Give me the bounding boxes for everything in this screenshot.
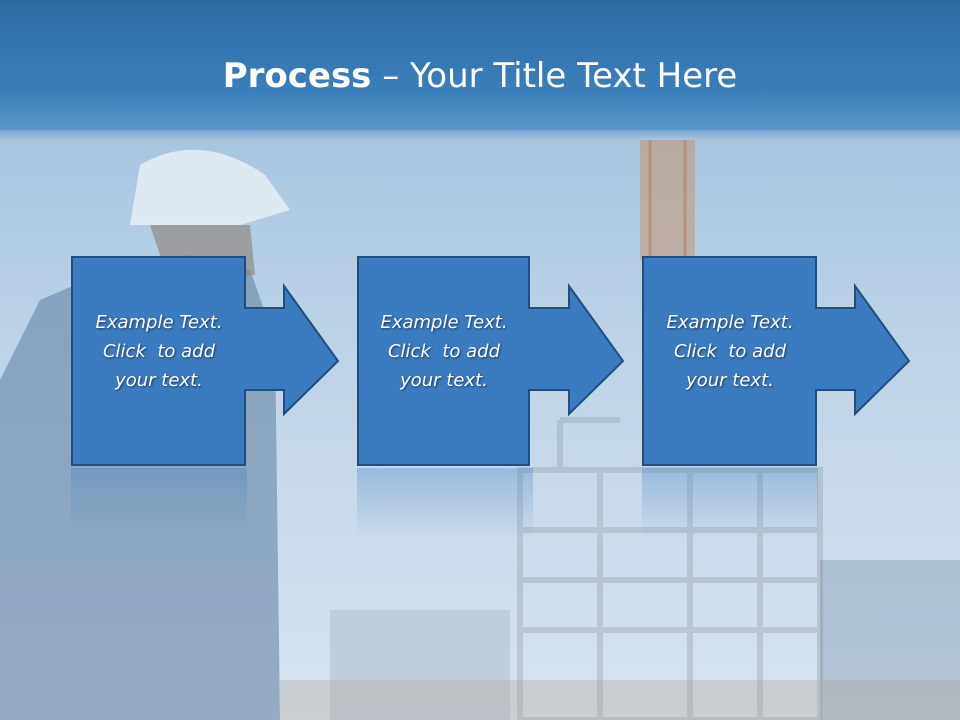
process-step-3[interactable]: Example Text. Click to add your text. bbox=[642, 256, 911, 466]
step-3-line-1: Example Text. bbox=[666, 312, 794, 333]
step-1-line-2: Click to add bbox=[102, 341, 215, 362]
step-1-text: Example Text. Click to add your text. bbox=[71, 308, 247, 395]
title-bold: Process bbox=[222, 56, 372, 96]
step-1-line-1: Example Text. bbox=[95, 312, 223, 333]
title-band bbox=[0, 0, 960, 130]
step-1-shape bbox=[71, 256, 340, 466]
step-2-reflection bbox=[357, 468, 533, 538]
step-3-reflection bbox=[642, 468, 818, 538]
step-2-shape bbox=[357, 256, 625, 466]
step-2-text: Example Text. Click to add your text. bbox=[357, 308, 531, 395]
step-2-line-3: your text. bbox=[400, 370, 488, 391]
title-rest: – Your Title Text Here bbox=[371, 56, 738, 96]
process-step-2[interactable]: Example Text. Click to add your text. bbox=[357, 256, 625, 466]
process-step-1[interactable]: Example Text. Click to add your text. bbox=[71, 256, 340, 466]
slide-title[interactable]: Process – Your Title Text Here bbox=[0, 54, 960, 98]
step-3-shape bbox=[642, 256, 911, 466]
step-2-line-2: Click to add bbox=[387, 341, 500, 362]
step-1-reflection bbox=[71, 468, 247, 538]
step-3-text: Example Text. Click to add your text. bbox=[642, 308, 818, 395]
step-1-line-3: your text. bbox=[115, 370, 203, 391]
step-2-line-1: Example Text. bbox=[380, 312, 508, 333]
step-3-line-2: Click to add bbox=[673, 341, 786, 362]
step-3-line-3: your text. bbox=[686, 370, 774, 391]
